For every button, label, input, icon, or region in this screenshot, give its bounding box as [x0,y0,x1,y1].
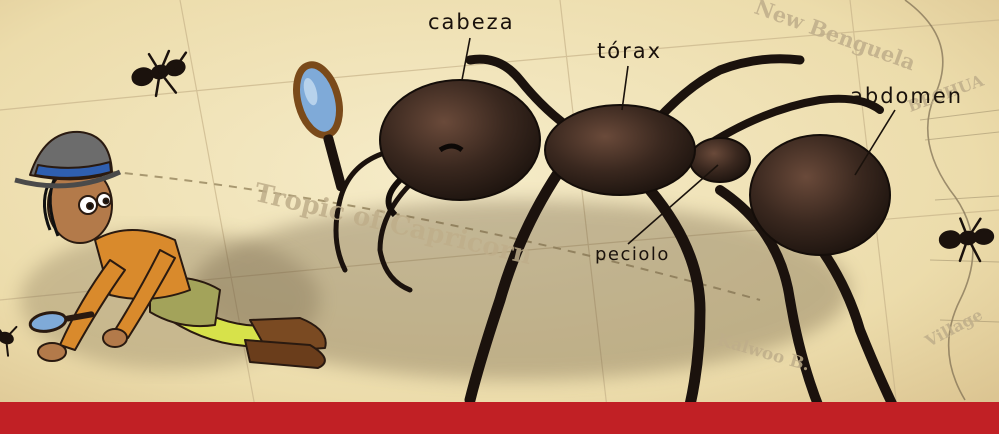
bottom-red-band [0,402,999,434]
ant-head [380,80,540,200]
ant-thorax [545,105,695,195]
ant-petiole [690,138,750,182]
label-petiole: peciolo [595,244,670,265]
label-thorax: tórax [597,39,662,63]
explorer-hand [103,329,127,347]
label-head: cabeza [428,10,515,34]
label-abdomen: abdomen [850,84,963,108]
explorer-hand [38,343,66,361]
